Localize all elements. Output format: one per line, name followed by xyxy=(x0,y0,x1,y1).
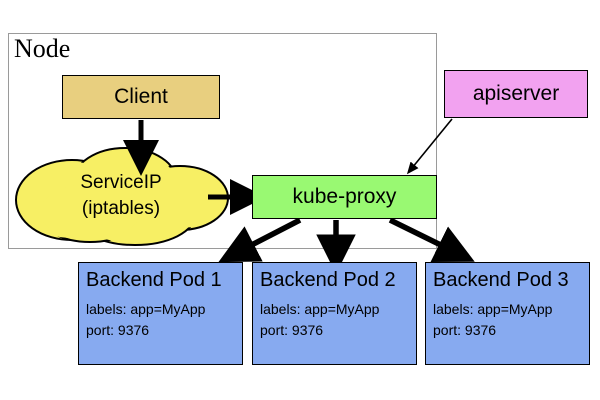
backend-pod-2-port: port: 9376 xyxy=(260,322,324,338)
client-box[interactable]: Client xyxy=(62,75,220,119)
kube-proxy-label: kube-proxy xyxy=(292,185,397,208)
backend-pod-3-labels: labels: app=MyApp xyxy=(433,301,553,317)
backend-pod-3-port: port: 9376 xyxy=(433,322,497,338)
backend-pod-1-port: port: 9376 xyxy=(86,322,150,338)
backend-pod-2-labels: labels: app=MyApp xyxy=(260,301,380,317)
arrow-kube-proxy-to-pod-1 xyxy=(218,217,302,263)
backend-pod-2-box[interactable]: Backend Pod 2 labels: app=MyApp port: 93… xyxy=(252,262,417,365)
client-label: Client xyxy=(114,85,168,108)
arrow-apiserver-to-kube-proxy xyxy=(406,118,453,175)
backend-pod-1-title: Backend Pod 1 xyxy=(86,269,222,291)
backend-pod-1-labels: labels: app=MyApp xyxy=(86,301,206,317)
backend-pod-3-box[interactable]: Backend Pod 3 labels: app=MyApp port: 93… xyxy=(425,262,590,365)
apiserver-box[interactable]: apiserver xyxy=(444,70,588,118)
arrow-kube-proxy-to-pod-3 xyxy=(388,217,475,262)
node-label: Node xyxy=(14,34,71,63)
backend-pod-3-title: Backend Pod 3 xyxy=(433,269,569,291)
backend-pod-2-title: Backend Pod 2 xyxy=(260,269,396,291)
apiserver-label: apiserver xyxy=(472,82,560,105)
kube-proxy-box[interactable]: kube-proxy xyxy=(252,175,437,219)
backend-pod-1-box[interactable]: Backend Pod 1 labels: app=MyApp port: 93… xyxy=(78,262,243,365)
